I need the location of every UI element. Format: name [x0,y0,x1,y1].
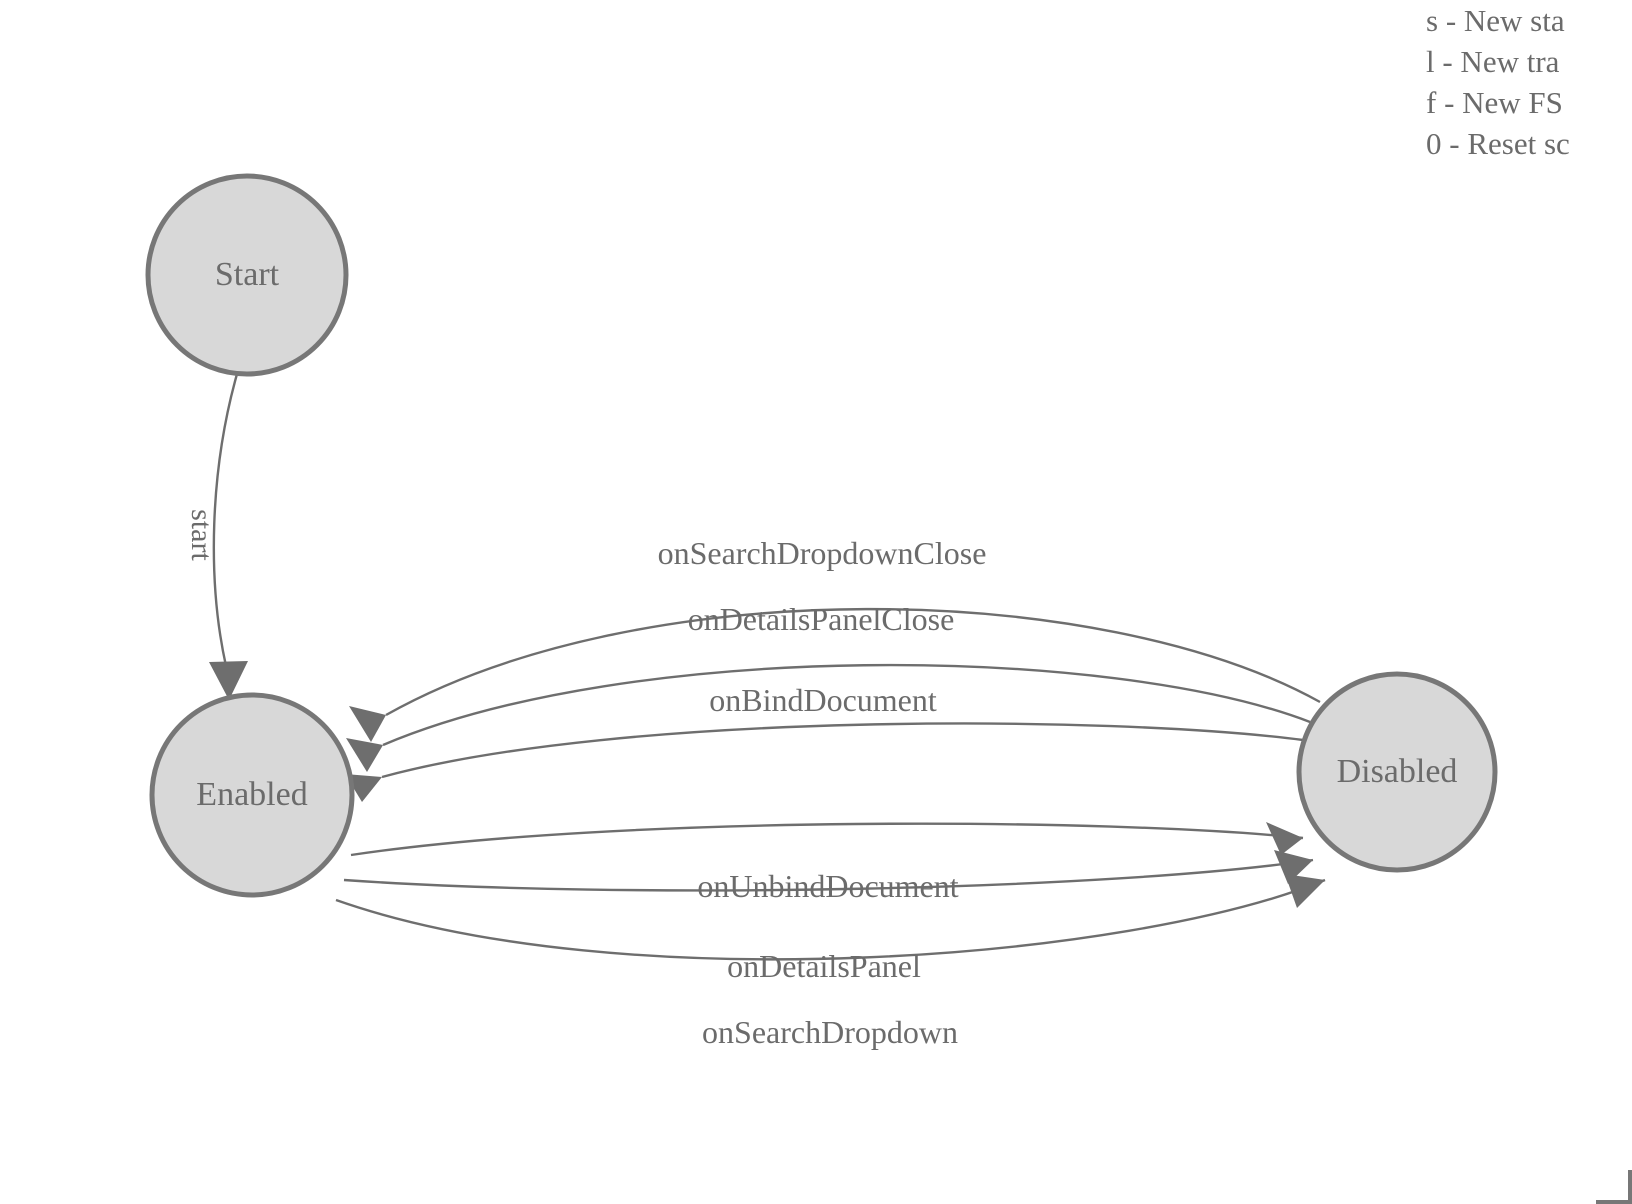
edge-path [381,722,1304,779]
edge-arrowhead [345,774,382,802]
edge-label-on-details-panel-close: onDetailsPanelClose [688,601,955,637]
state-circle [145,173,349,377]
edge-arrowhead [346,738,383,772]
edge-arrowhead [349,706,386,742]
edge-path [343,858,1314,892]
edge-path [350,822,1304,857]
edge-path [385,607,1321,717]
edge-on-details-panel-close[interactable] [346,663,1311,772]
panel-corner-mark [1596,1170,1632,1204]
state-label: Disabled [1337,753,1458,790]
edge-arrowhead [209,661,248,700]
state-node-enabled[interactable]: Enabled [149,692,355,898]
edge-label-on-unbind-document: onUnbindDocument [697,868,958,904]
edge-on-unbind-document[interactable] [350,822,1304,857]
edge-path [335,878,1326,961]
edge-label-on-search-dropdown-close: onSearchDropdownClose [658,535,987,571]
state-node-start[interactable]: Start [145,173,349,377]
state-label: Enabled [196,776,307,813]
edge-path [382,663,1311,747]
edge-on-details-panel[interactable] [343,850,1314,892]
edge-on-bind-document[interactable] [345,722,1304,802]
state-circle [149,692,355,898]
edge-arrowhead [1266,822,1303,855]
state-node-disabled[interactable]: Disabled [1296,671,1498,873]
edge-label-on-details-panel: onDetailsPanel [727,948,921,984]
edge-path [212,373,239,667]
edge-arrowhead [1274,850,1313,884]
edge-label-start: start [185,509,218,561]
state-label: Start [215,256,280,293]
edge-on-search-dropdown[interactable] [335,874,1326,961]
edge-start[interactable] [209,373,248,700]
edge-label-on-search-dropdown: onSearchDropdown [702,1014,958,1050]
edge-label-on-bind-document: onBindDocument [709,682,937,718]
state-circle [1296,671,1498,873]
edge-arrowhead [1285,874,1325,908]
edge-on-search-dropdown-close[interactable] [349,607,1321,742]
